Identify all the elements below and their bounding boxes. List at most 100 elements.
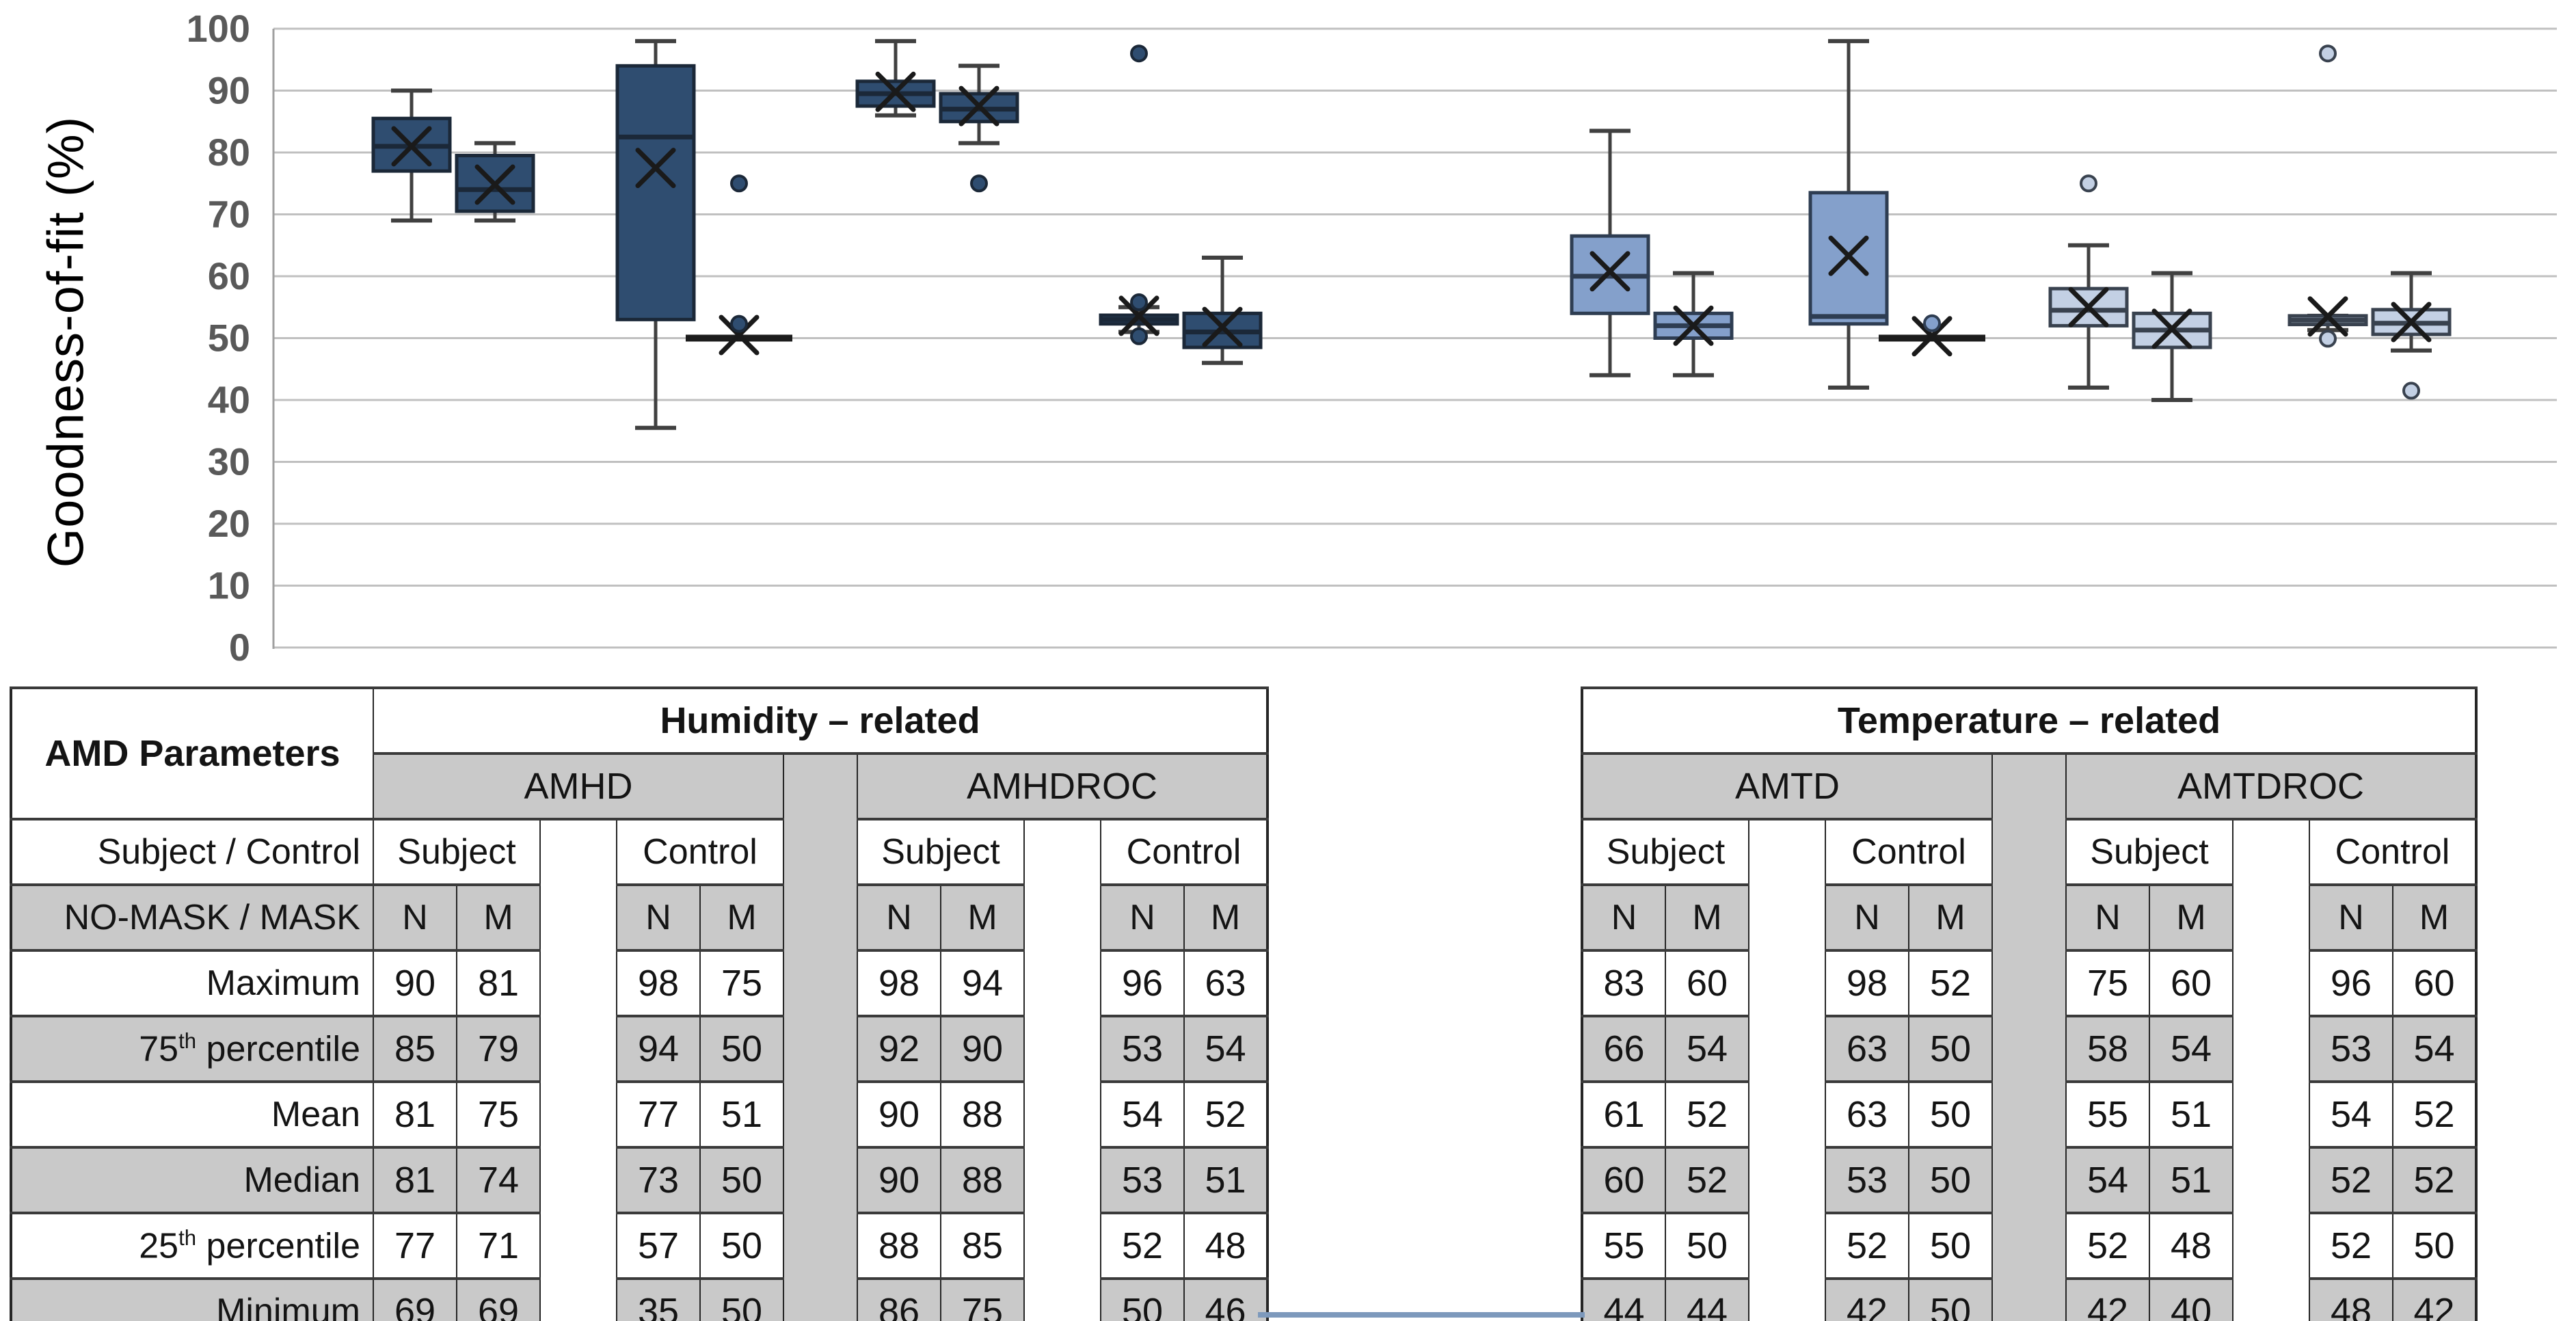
value-cell: 90 <box>857 1080 941 1149</box>
value-cell: 52 <box>2309 1212 2393 1280</box>
y-tick-label: 70 <box>208 193 250 236</box>
stat-label: 75th percentile <box>10 1015 374 1083</box>
value-cell: 75 <box>2065 949 2150 1017</box>
value-cell: 50 <box>699 1146 784 1214</box>
mask-header-n: N <box>373 883 457 952</box>
value-cell: 54 <box>1100 1080 1185 1149</box>
value-cell: 54 <box>1183 1015 1268 1083</box>
value-cell: 79 <box>456 1015 541 1083</box>
group-header-control: Control <box>616 818 784 886</box>
value-cell: 52 <box>1908 949 1993 1017</box>
value-cell: 81 <box>373 1146 457 1214</box>
gray-spacer-column <box>1991 753 2067 1321</box>
value-cell: 96 <box>1100 949 1185 1017</box>
white-spacer-column <box>1748 819 1826 1321</box>
mean-x-marker <box>2391 302 2432 343</box>
mean-x-marker <box>2068 286 2109 328</box>
value-cell: 54 <box>2392 1015 2477 1083</box>
outlier-dot <box>1130 327 1148 345</box>
mask-header-n: N <box>2065 883 2150 952</box>
value-cell: 81 <box>456 949 541 1017</box>
mean-x-marker <box>391 126 432 167</box>
group-header-subject: Subject <box>857 818 1025 886</box>
outlier-dot <box>2080 174 2097 193</box>
value-cell: 52 <box>1665 1080 1749 1149</box>
value-cell: 60 <box>2392 949 2477 1017</box>
mean-x-marker <box>635 148 676 189</box>
group-header-control: Control <box>1825 818 1993 886</box>
value-cell: 52 <box>1665 1146 1749 1214</box>
mask-header-m: M <box>1183 883 1268 952</box>
outlier-dot <box>1130 293 1148 312</box>
outlier-dot <box>2402 382 2420 400</box>
boxplot-amtdroc-control-m <box>2371 271 2452 400</box>
value-cell: 60 <box>2149 949 2233 1017</box>
value-cell: 54 <box>2309 1080 2393 1149</box>
group-header-subject: Subject <box>1581 818 1749 886</box>
value-cell: 77 <box>616 1080 701 1149</box>
boxplot-amtd-subject-m <box>1653 271 1734 377</box>
value-cell: 58 <box>2065 1015 2150 1083</box>
value-cell: 69 <box>373 1277 457 1321</box>
outlier-dot <box>2319 330 2337 348</box>
stat-label: Minimum <box>10 1277 374 1321</box>
value-cell: 54 <box>2065 1146 2150 1214</box>
value-cell: 50 <box>1908 1277 1993 1321</box>
value-cell: 63 <box>1825 1015 1909 1083</box>
y-tick-label: 50 <box>208 317 250 360</box>
mask-header-m: M <box>2149 883 2233 952</box>
value-cell: 40 <box>2149 1277 2233 1321</box>
outlier-dot <box>1923 314 1941 332</box>
value-cell: 50 <box>1908 1212 1993 1280</box>
mask-header-n: N <box>857 883 941 952</box>
value-cell: 46 <box>1183 1277 1268 1321</box>
value-cell: 44 <box>1581 1277 1666 1321</box>
group-header-control: Control <box>2309 818 2477 886</box>
outlier-dot <box>730 315 748 333</box>
boxplot-amtd-control-n <box>1808 39 1889 390</box>
outlier-dot <box>2319 44 2337 63</box>
value-cell: 42 <box>2392 1277 2477 1321</box>
boxplot-amhd-control-n <box>615 39 696 430</box>
value-cell: 52 <box>1100 1212 1185 1280</box>
value-cell: 53 <box>1825 1146 1909 1214</box>
mask-header-n: N <box>1581 883 1666 952</box>
value-cell: 98 <box>1825 949 1909 1017</box>
value-cell: 51 <box>2149 1080 2233 1149</box>
boxplot-amhd-subject-m <box>455 141 535 223</box>
value-cell: 75 <box>456 1080 541 1149</box>
boxplot-amhdroc-subject-m <box>939 64 1019 193</box>
y-tick-label: 10 <box>208 564 250 607</box>
value-cell: 98 <box>616 949 701 1017</box>
value-cell: 90 <box>373 949 457 1017</box>
mean-x-marker <box>474 164 515 205</box>
value-cell: 63 <box>1183 949 1268 1017</box>
boxplot-amtdroc-subject-m <box>2132 271 2212 402</box>
value-cell: 85 <box>940 1212 1025 1280</box>
mask-header-m: M <box>456 883 541 952</box>
value-cell: 60 <box>1665 949 1749 1017</box>
white-spacer-column <box>1023 819 1101 1321</box>
param-header-amtd: AMTD <box>1581 752 1993 820</box>
selection-artifact-line <box>1258 1312 1585 1318</box>
boxplot-amhd-subject-n <box>371 88 452 223</box>
iqr-box <box>615 64 696 321</box>
value-cell: 50 <box>1908 1080 1993 1149</box>
value-cell: 75 <box>940 1277 1025 1321</box>
value-cell: 50 <box>1908 1146 1993 1214</box>
gray-spacer-column <box>783 753 858 1321</box>
mean-x-marker <box>1589 251 1631 292</box>
value-cell: 50 <box>1908 1015 1993 1083</box>
param-header-amtdroc: AMTDROC <box>2065 752 2477 820</box>
value-cell: 90 <box>857 1146 941 1214</box>
value-cell: 88 <box>940 1080 1025 1149</box>
value-cell: 51 <box>1183 1146 1268 1214</box>
group-row-label: Subject / Control <box>10 818 374 886</box>
value-cell: 90 <box>940 1015 1025 1083</box>
value-cell: 52 <box>2065 1212 2150 1280</box>
value-cell: 85 <box>373 1015 457 1083</box>
section-header: Temperature – related <box>1581 686 2477 755</box>
y-tick-label: 80 <box>208 131 250 174</box>
